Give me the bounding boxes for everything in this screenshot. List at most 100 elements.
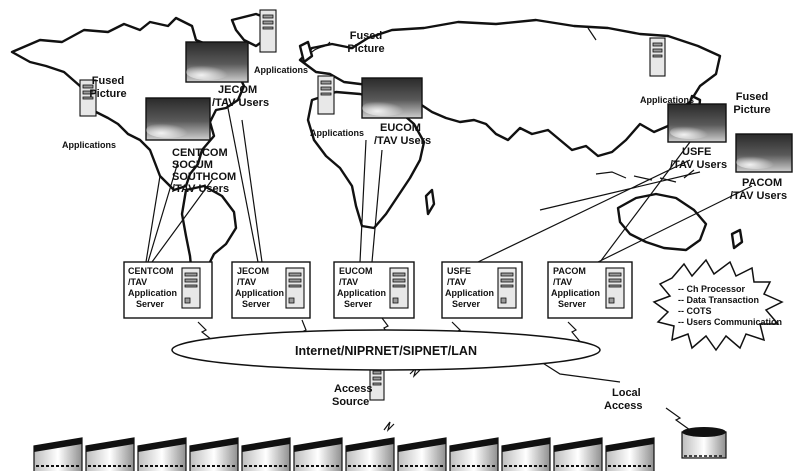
centcom-users-label-4: /TAV Users (172, 183, 229, 195)
server-jecom: JECOM /TAV Application Server (231, 261, 311, 319)
storage-drum (553, 437, 603, 471)
storage-drum (33, 437, 83, 471)
fused-picture-label-left-1: Fused (92, 75, 124, 87)
pacom-users-label-2: /TAV Users (730, 190, 787, 202)
application-computers (79, 9, 666, 401)
server-pacom-line-1: PACOM (553, 266, 586, 276)
eucom-users-label-1: EUCOM (380, 122, 421, 134)
picture-screens (145, 41, 793, 173)
storage-drum (397, 437, 447, 471)
pacom-users-label-1: PACOM (742, 177, 782, 189)
function-item-4: -- Users Communication (678, 317, 782, 327)
server-usfe-line-1: USFE (447, 266, 471, 276)
server-jecom-tower (285, 267, 305, 309)
small-island (311, 41, 331, 53)
jecom-users-label-2: /TAV Users (212, 97, 269, 109)
server-pacom-line-3: Application (551, 288, 600, 298)
server-pacom-line-4: Server (558, 299, 587, 309)
storage-drum (293, 437, 343, 471)
server-usfe-tower (497, 267, 517, 309)
applications-label-right: Applications (640, 95, 694, 105)
server-pacom-tower (605, 267, 625, 309)
link-pacom-users (597, 141, 753, 263)
fused-picture-screen-centcom (145, 97, 211, 141)
zigzag-local-access (537, 359, 691, 431)
access-source-label-1: Access (334, 383, 373, 395)
new-zealand (730, 228, 744, 250)
applications-computer-top (259, 9, 277, 53)
link-centcom-users (145, 161, 213, 263)
server-centcom-tower (181, 267, 201, 309)
madagascar (424, 188, 436, 216)
map-labels: Fused Picture Fused Picture Fused Pictur… (62, 30, 787, 412)
network-cloud: Internet/NIPRNET/SIPNET/LAN (171, 329, 601, 371)
functions-callout: -- Ch Processor -- Data Transaction -- C… (652, 258, 784, 352)
applications-computer-mid (317, 75, 335, 115)
fused-picture-label-mid-1: Fused (350, 30, 382, 42)
local-access-drum (681, 427, 727, 459)
functions-burst-shape (652, 258, 784, 352)
server-eucom-tower (389, 267, 409, 309)
link-usfe-users (477, 159, 701, 263)
storage-drum (605, 437, 655, 471)
server-pacom-line-2: /TAV (553, 277, 572, 287)
centcom-users-label-2: SOCUM (172, 159, 213, 171)
storage-drum (241, 437, 291, 471)
server-centcom-line-4: Server (136, 299, 165, 309)
function-item-2: -- Data Transaction (678, 295, 759, 305)
function-item-3: -- COTS (678, 306, 712, 316)
storage-drum (137, 437, 187, 471)
server-pacom: PACOM /TAV Application Server (547, 261, 633, 319)
zigzag-access (383, 366, 421, 432)
storage-drum (501, 437, 551, 471)
fused-picture-label-right-1: Fused (736, 91, 768, 103)
application-servers: CENTCOM /TAV Application Server JECOM /T… (123, 261, 633, 319)
server-usfe-line-4: Server (452, 299, 481, 309)
fused-picture-label-right-2: Picture (733, 104, 770, 116)
server-centcom-line-3: Application (128, 288, 177, 298)
storage-drums (33, 427, 727, 471)
eucom-users-label-2: /TAV Users (374, 135, 431, 147)
usfe-users-label-1: USFE (682, 146, 711, 158)
server-jecom-line-4: Server (242, 299, 271, 309)
server-eucom-line-1: EUCOM (339, 266, 373, 276)
jecom-users-label-1: JECOM (218, 84, 257, 96)
local-access-label-2: Access (604, 400, 643, 412)
centcom-users-label-3: SOUTHCOM (172, 171, 236, 183)
applications-computer-left (79, 79, 97, 117)
server-eucom: EUCOM /TAV Application Server (333, 261, 415, 319)
server-centcom: CENTCOM /TAV Application Server (123, 261, 213, 319)
storage-drum (345, 437, 395, 471)
applications-computer-right (649, 37, 666, 77)
link-jecom-users (225, 97, 263, 263)
access-source-label-2: Source (332, 396, 369, 408)
access-source-computer (369, 365, 385, 401)
applications-label-mid: Applications (310, 128, 364, 138)
network-label: Internet/NIPRNET/SIPNET/LAN (295, 344, 477, 358)
storage-drum (449, 437, 499, 471)
fused-picture-screen-jecom (185, 41, 249, 83)
server-usfe-line-3: Application (445, 288, 494, 298)
server-centcom-line-2: /TAV (128, 277, 147, 287)
server-jecom-line-2: /TAV (237, 277, 256, 287)
applications-label-left: Applications (62, 140, 116, 150)
fused-picture-screen-eucom (361, 77, 423, 119)
function-item-1: -- Ch Processor (678, 284, 746, 294)
usfe-users-label-2: /TAV Users (670, 159, 727, 171)
server-eucom-line-3: Application (337, 288, 386, 298)
server-jecom-line-3: Application (235, 288, 284, 298)
storage-drum (85, 437, 135, 471)
fused-picture-screen-pacom (735, 133, 793, 173)
server-usfe-line-2: /TAV (447, 277, 466, 287)
fused-picture-label-mid-2: Picture (347, 43, 384, 55)
applications-label-top: Applications (254, 65, 308, 75)
link-eucom-users (359, 139, 383, 263)
fused-picture-screen-usfe (667, 103, 727, 143)
uk (298, 40, 314, 64)
server-usfe: USFE /TAV Application Server (441, 261, 523, 319)
fused-picture-label-left-2: Picture (89, 88, 126, 100)
australia (616, 192, 708, 252)
storage-drum (189, 437, 239, 471)
server-eucom-line-4: Server (344, 299, 373, 309)
